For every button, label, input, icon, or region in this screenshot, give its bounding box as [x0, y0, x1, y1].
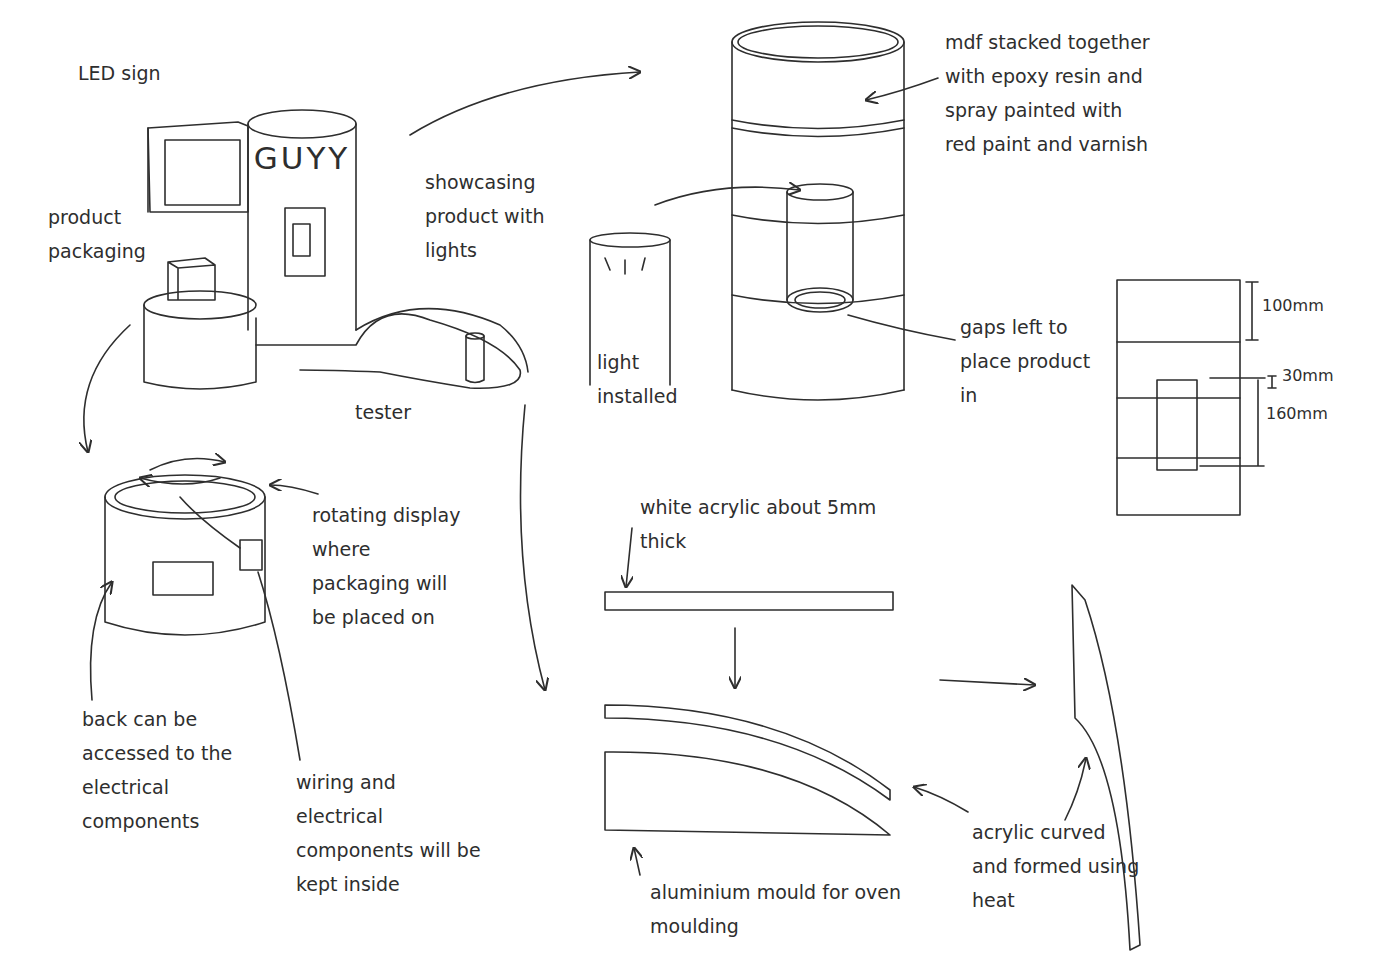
dimension: 160mm [1266, 404, 1366, 424]
annotation: mdf stacked together with epoxy resin an… [945, 25, 1155, 161]
annotation: white acrylic about 5mm thick [640, 490, 910, 558]
rotating-display [105, 458, 265, 635]
flow-arrow [940, 680, 1035, 685]
annotation: rotating display where packaging will be… [312, 498, 462, 634]
leader [91, 582, 112, 700]
annotation: gaps left to place product in [960, 310, 1100, 412]
flow-arrow [410, 72, 640, 135]
led-sign [148, 122, 248, 212]
leader [655, 187, 800, 205]
display-cylinder [248, 110, 356, 330]
formed-acrylic [1072, 585, 1140, 950]
annotation: back can be accessed to the electrical c… [82, 702, 272, 838]
leader [1065, 758, 1086, 820]
leader [258, 572, 300, 760]
annotation: light installed [597, 345, 707, 413]
leader [626, 528, 632, 587]
dimension: 30mm [1282, 366, 1372, 386]
annotation: tester [355, 395, 445, 429]
leader [270, 485, 318, 494]
annotation: showcasing product with lights [425, 165, 585, 267]
flow-arrow [521, 405, 546, 690]
flow-arrow [734, 628, 736, 688]
annotation: aluminium mould for oven moulding [650, 875, 915, 943]
leader [848, 315, 955, 340]
base-edge [356, 309, 528, 372]
flow-arrow [84, 325, 130, 452]
leader [866, 78, 938, 100]
mdf-column [732, 22, 904, 400]
annotation: product packaging [48, 200, 163, 268]
curved-base [256, 314, 520, 388]
aluminium-mould [605, 752, 890, 835]
tester [466, 333, 484, 383]
acrylic-sheet [605, 592, 893, 610]
leader [914, 787, 968, 812]
annotation: wiring and electrical components will be… [296, 765, 486, 901]
leader [634, 848, 640, 875]
logo-text: GUYY [250, 140, 354, 176]
annotation: LED sign [78, 56, 218, 90]
dimension-drawing [1117, 280, 1276, 515]
annotation: acrylic curved and formed using heat [972, 815, 1147, 917]
printed-logo: GUYY [250, 140, 354, 176]
dimension: 100mm [1262, 296, 1362, 316]
packaging-plinth [144, 258, 256, 389]
